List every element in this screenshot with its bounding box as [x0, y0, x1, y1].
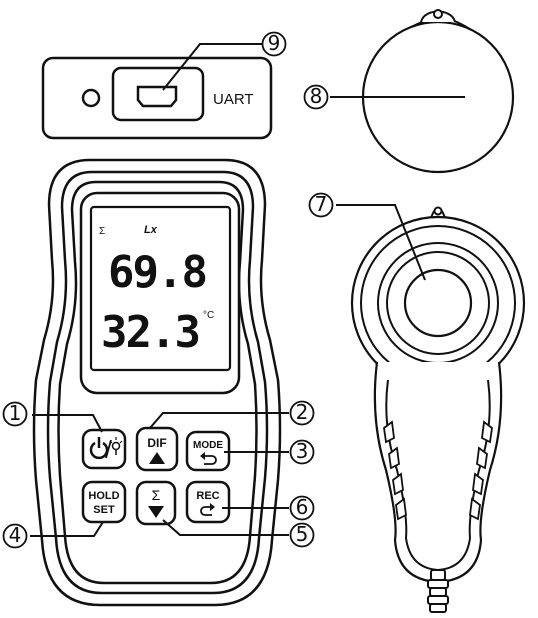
callout-badge-6: 6	[289, 495, 315, 521]
lux-reading: 69.8	[108, 247, 206, 298]
callout-number-9: 9	[268, 31, 281, 55]
rec-label: REC	[196, 490, 219, 502]
lens-cap	[330, 9, 515, 174]
probe-cable-strain-relief	[427, 569, 449, 613]
dif-label: DIF	[147, 436, 166, 450]
callout-number-6: 6	[296, 495, 309, 519]
up-arrow-icon	[149, 452, 165, 464]
indicator-led-icon	[81, 88, 101, 108]
sigma-down-button[interactable]: Σ	[135, 480, 177, 526]
callout-number-2: 2	[296, 400, 309, 424]
grip-ridges-left	[383, 420, 407, 521]
backlight-bulb-icon	[109, 437, 123, 455]
hold-label: HOLD	[88, 490, 119, 502]
uart-panel: UART	[41, 43, 273, 140]
callout-badge-1: 1	[2, 401, 28, 427]
power-backlight-button[interactable]	[81, 428, 127, 470]
callout-badge-2: 2	[289, 400, 315, 426]
meter-callout-lines	[30, 412, 289, 537]
temperature-reading: 32.3	[101, 307, 199, 358]
set-label: SET	[93, 504, 115, 516]
lux-unit: Lx	[144, 224, 158, 236]
callout-badge-7: 7	[308, 192, 334, 218]
dif-up-button[interactable]: DIF	[135, 426, 179, 472]
sigma-label: Σ	[152, 487, 161, 503]
forward-arrow-icon	[200, 506, 212, 516]
rec-forward-button[interactable]: REC	[185, 480, 231, 524]
callout-line-9	[162, 43, 262, 91]
hold-set-button[interactable]: HOLD SET	[81, 480, 127, 524]
mode-label: MODE	[193, 440, 223, 451]
celsius-unit: °C	[203, 310, 214, 321]
callout-number-3: 3	[296, 439, 309, 463]
callout-number-1: 1	[9, 401, 22, 425]
callout-number-4: 4	[9, 523, 22, 547]
power-icon	[89, 441, 109, 460]
callout-number-7: 7	[315, 192, 328, 216]
down-arrow-icon	[148, 506, 164, 518]
sensor-lens	[403, 268, 473, 338]
callout-badge-8: 8	[303, 84, 329, 110]
usb-connector-icon	[136, 85, 178, 108]
grip-ridges-right	[469, 420, 493, 521]
callout-badge-5: 5	[289, 522, 315, 548]
callout-badge-9: 9	[261, 31, 287, 57]
cap-hole-icon	[433, 9, 443, 19]
back-arrow-icon	[203, 455, 217, 465]
sigma-indicator: Σ	[99, 226, 105, 237]
callout-line-7	[336, 204, 426, 281]
lcd-display: Σ Lx 69.8 32.3 °C	[79, 191, 241, 395]
light-sensor-probe	[336, 204, 526, 613]
uart-label: UART	[213, 91, 254, 108]
callout-number-5: 5	[296, 522, 309, 546]
callout-badge-4: 4	[2, 523, 28, 549]
callout-badge-3: 3	[289, 439, 315, 465]
callout-number-8: 8	[310, 84, 323, 108]
mode-back-button[interactable]: MODE	[185, 430, 231, 472]
